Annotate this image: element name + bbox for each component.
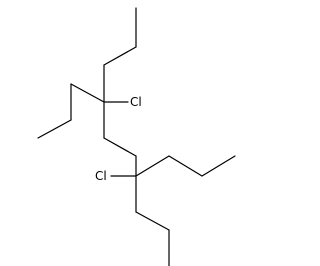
bond-upper-propyl-b-3 — [37, 119, 72, 139]
bond-upper-propyl-b-1 — [70, 83, 105, 103]
atom-label-cl-lower: Cl — [95, 169, 107, 183]
bond-lower-propyl-b-2 — [135, 211, 170, 231]
bond-lower-propyl-a-1 — [135, 155, 170, 177]
bond-bridge-2 — [103, 137, 137, 157]
bond-upper-propyl-a-2 — [103, 46, 137, 66]
skeletal-formula: Cl Cl — [37, 7, 236, 266]
atom-label-cl-upper: Cl — [130, 95, 142, 109]
bond-lower-propyl-a-3 — [201, 155, 236, 177]
bond-lower-propyl-a-2 — [168, 155, 203, 177]
